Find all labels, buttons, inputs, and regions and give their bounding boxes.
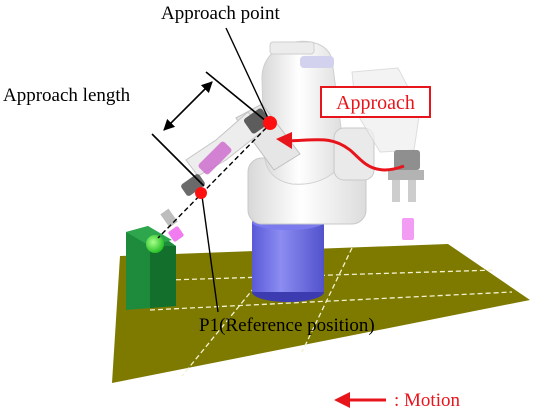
legend-motion-arrowhead — [334, 392, 350, 408]
p1-marker — [195, 187, 207, 199]
p1-label: P1(Reference position) — [199, 315, 375, 336]
approach-length-dimension — [151, 71, 273, 187]
motion-arrow — [287, 138, 405, 172]
approach-length-label: Approach length — [3, 85, 131, 106]
approach-point-leader — [225, 27, 269, 119]
approach-point-label: Approach point — [161, 3, 280, 24]
robot-body — [247, 40, 375, 225]
target-ball — [146, 235, 164, 253]
approach-label-box: Approach — [320, 86, 431, 118]
approach-label: Approach — [336, 92, 415, 114]
approach-point-marker — [263, 116, 277, 130]
approach-axis-line — [157, 121, 273, 239]
robot-base — [252, 214, 324, 302]
p1-leader — [201, 195, 219, 313]
legend-motion-label: : Motion — [394, 390, 460, 411]
motion-arrowhead — [276, 132, 292, 149]
